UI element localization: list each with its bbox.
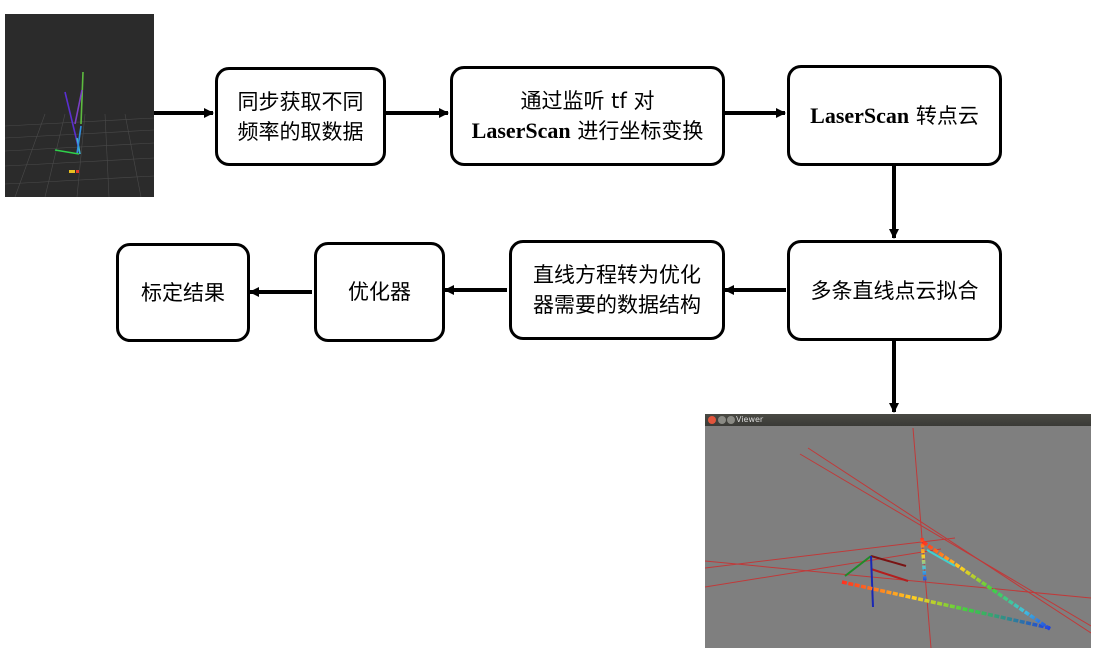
viewer-titlebar: Viewer [705,414,1091,426]
optimizer-box: 优化器 [314,242,445,342]
tf-transform-line2: LaserScan 进行坐标变换 [472,116,704,146]
close-icon [708,416,716,424]
viewer-scene [705,427,1091,648]
viewer-title: Viewer [736,415,764,424]
tf-transform-laserscan: LaserScan [471,118,571,143]
calib-result-label: 标定结果 [141,280,225,305]
sync-data-line2: 频率的取数据 [237,119,364,144]
viewer-window: Viewer [705,414,1091,648]
line-fit-label: 多条直线点云拟合 [810,278,979,303]
rviz-scene [5,71,154,197]
minimize-icon [718,416,726,424]
optimizer-label: 优化器 [348,280,411,304]
convert-data-line2: 器需要的数据结构 [533,293,701,317]
to-pointcloud-laserscan: LaserScan [810,102,910,128]
to-pointcloud-label: LaserScan 转点云 [810,101,979,131]
calib-result-box: 标定结果 [116,243,250,342]
convert-data-line1: 直线方程转为优化 [533,263,701,287]
to-pointcloud-box: LaserScan 转点云 [787,65,1002,166]
tf-transform-box: 通过监听 tf 对 LaserScan 进行坐标变换 [450,66,725,166]
rviz-screenshot [5,14,154,197]
tf-transform-line2-rest: 进行坐标变换 [570,119,704,143]
tf-transform-line1: 通过监听 tf 对 [520,89,655,113]
line-fit-box: 多条直线点云拟合 [787,240,1002,341]
to-pointcloud-rest: 转点云 [909,103,979,128]
convert-data-box: 直线方程转为优化 器需要的数据结构 [509,240,725,340]
sync-data-line1: 同步获取不同 [237,89,364,114]
maximize-icon [727,416,735,424]
sync-data-box: 同步获取不同 频率的取数据 [215,67,386,166]
